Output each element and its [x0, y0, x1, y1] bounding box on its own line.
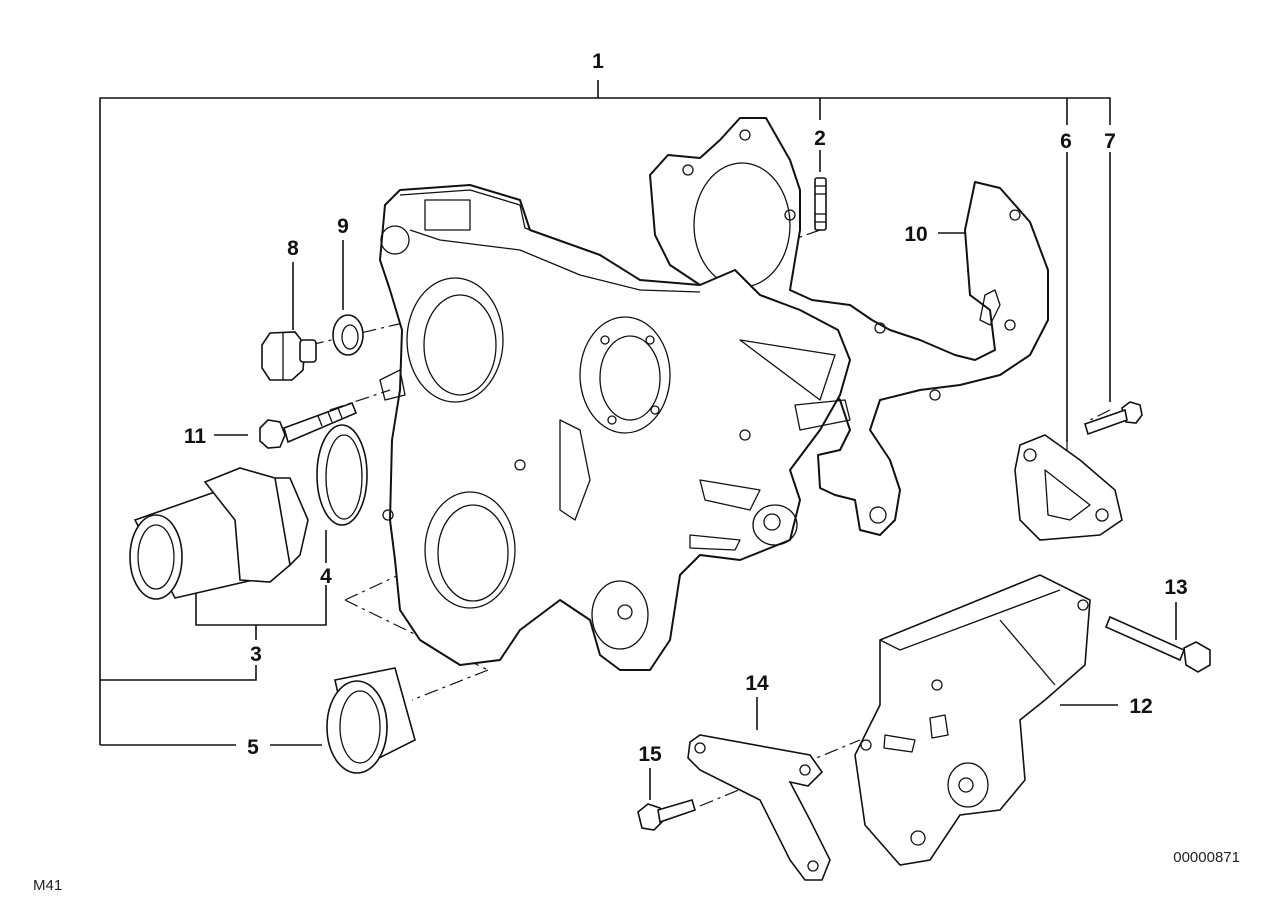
callout-3: 3	[250, 643, 262, 666]
callout-8: 8	[287, 237, 299, 260]
leader-lines	[99, 80, 1177, 800]
pipe-connector	[129, 467, 309, 600]
callout-14: 14	[745, 672, 769, 695]
support-strap	[687, 734, 831, 881]
callout-5: 5	[247, 736, 259, 759]
callout-4: 4	[320, 565, 332, 588]
callout-11: 11	[184, 425, 207, 448]
callout-labels: 1 2 3 4 5 6 7 8 9 10 11 12 13 14 15	[184, 50, 1188, 766]
callout-15: 15	[638, 743, 662, 766]
hex-bolt-15	[637, 799, 696, 831]
callout-9: 9	[337, 215, 349, 238]
callout-10: 10	[904, 223, 927, 246]
callout-13: 13	[1164, 576, 1187, 599]
gasket-ring	[332, 314, 364, 356]
o-ring	[316, 424, 368, 526]
callout-6: 6	[1060, 130, 1072, 153]
callout-12: 12	[1129, 695, 1152, 718]
callout-7: 7	[1104, 130, 1116, 153]
hex-bolt-13	[1104, 615, 1211, 673]
shaft-seal	[326, 667, 416, 774]
hex-bolt-7	[1084, 401, 1143, 436]
mounting-bracket	[854, 574, 1091, 866]
hex-bolt-11	[259, 401, 358, 449]
callout-2: 2	[814, 127, 826, 150]
page-code: M41	[33, 877, 62, 894]
callout-1: 1	[592, 50, 604, 73]
drawing-number: 00000871	[1173, 849, 1240, 866]
screw-plug	[261, 331, 317, 381]
cover-plate	[1014, 434, 1123, 541]
stud	[814, 177, 827, 231]
timing-case-cover	[379, 184, 851, 671]
